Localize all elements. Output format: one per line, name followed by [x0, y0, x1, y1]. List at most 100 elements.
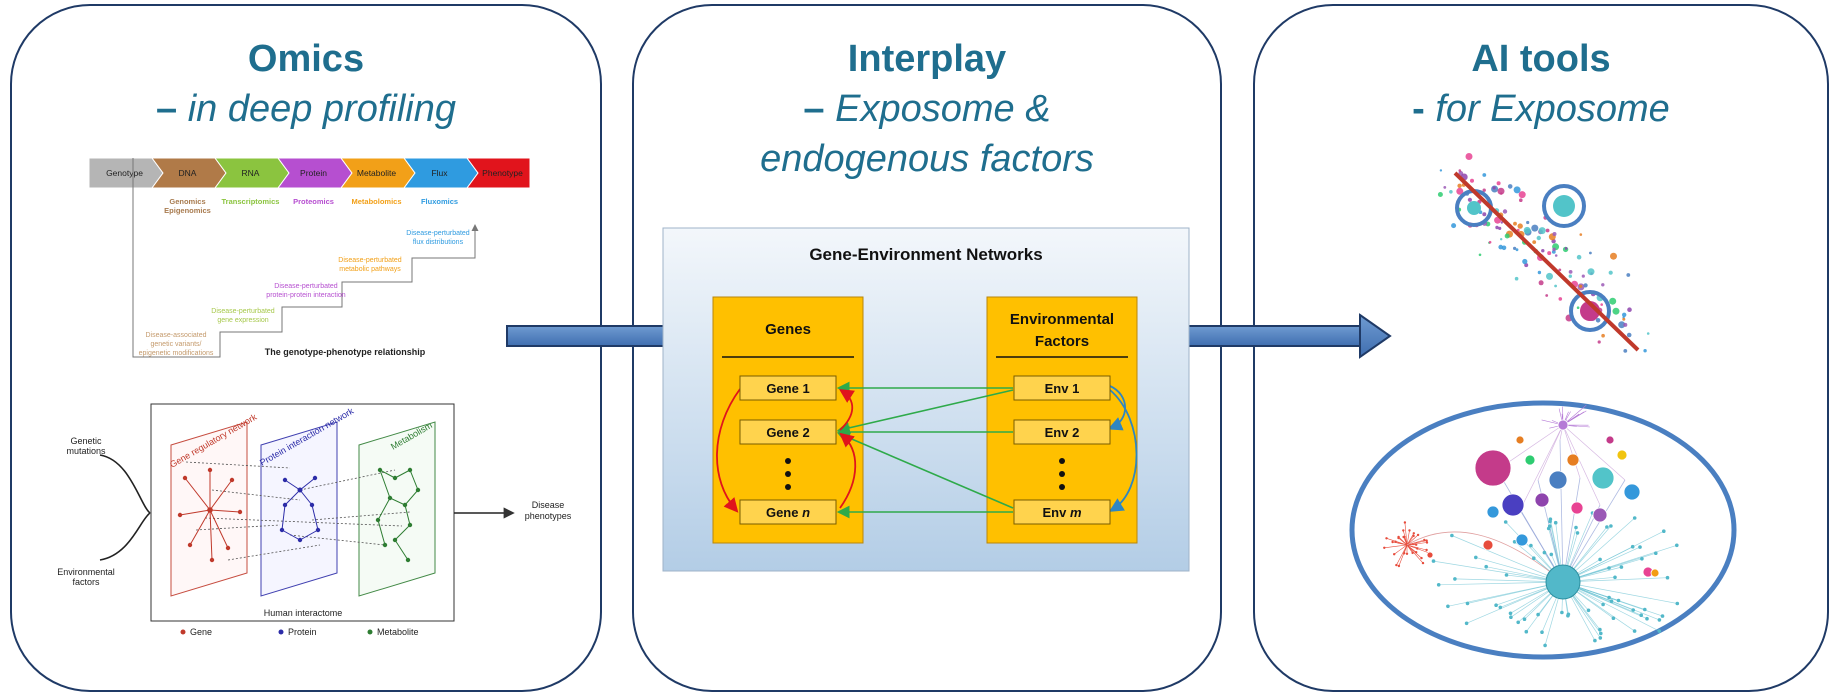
network-leaf	[1503, 520, 1508, 524]
scatter-node	[1537, 270, 1542, 275]
staircase-steps	[132, 158, 479, 358]
staircase-label: Disease-perturbated	[338, 257, 402, 264]
network-leaf	[1504, 573, 1509, 577]
network-leaf	[1431, 559, 1436, 563]
network-edge	[1562, 424, 1601, 506]
network-edge	[1537, 424, 1564, 481]
network-leaf	[1397, 536, 1400, 540]
interplay-subtitle-1: Exposome &	[835, 88, 1051, 130]
network-leaf	[1397, 564, 1401, 568]
scatter-node	[1488, 240, 1492, 244]
network-edge	[1394, 544, 1408, 555]
network-leaf	[1529, 543, 1533, 548]
omics-title-block: Omics – in deep profiling	[12, 34, 600, 134]
staircase-label: Disease-associated	[145, 332, 206, 339]
staircase-label: Disease-perturbated	[406, 230, 470, 237]
scatter-node	[1498, 244, 1503, 250]
scatter-node	[1568, 274, 1573, 278]
scatter-node	[1589, 251, 1592, 255]
interplay-title-block: Interplay – Exposome & endogenous factor…	[634, 34, 1220, 184]
scatter-node	[1458, 169, 1462, 172]
network-leaf	[1593, 638, 1597, 643]
omics-type-label: Proteomics	[293, 197, 334, 206]
network-item-label: Gene 2	[766, 425, 809, 440]
network-leaf	[1607, 595, 1611, 600]
scatter-node	[1576, 306, 1580, 310]
network-node	[1623, 483, 1641, 501]
network-leaf	[1536, 612, 1540, 617]
staircase-label: genetic variants/	[151, 341, 202, 348]
scatter-node	[1513, 221, 1517, 226]
network-leaf	[1639, 613, 1643, 617]
genotype-phenotype-caption: The genotype-phenotype relationship	[265, 347, 426, 357]
network-leaf	[1611, 616, 1616, 620]
scatter-node	[1492, 186, 1496, 190]
scatter-node	[1576, 254, 1582, 260]
ai-title: AI tools	[1471, 38, 1611, 80]
network-leaf	[1522, 617, 1527, 621]
network-leaf	[1657, 629, 1662, 633]
network-leaf	[1607, 566, 1611, 570]
scatter-node	[1437, 192, 1443, 197]
network-leaf	[1421, 561, 1425, 565]
staircase-label: protein-protein interaction	[266, 292, 345, 299]
scatter-node	[1500, 221, 1504, 224]
scatter-node	[1626, 332, 1632, 338]
scatter-node	[1568, 270, 1573, 274]
omics-step-arrow	[466, 157, 531, 189]
omics-step-label: Metabolite	[357, 168, 396, 178]
network-edge	[1386, 538, 1408, 546]
network-node	[1524, 454, 1536, 466]
scatter-node	[1507, 184, 1513, 189]
scatter-node	[1515, 248, 1519, 252]
network-node	[1591, 466, 1615, 490]
network-leaf	[1498, 605, 1503, 610]
network-leaf	[1425, 548, 1428, 552]
environmental-factors-label-2: factors	[72, 577, 100, 587]
scatter-node	[1532, 240, 1537, 245]
genetic-mutations-label-2: mutations	[66, 446, 106, 456]
network-leaf	[1395, 563, 1398, 567]
staircase-label: flux distributions	[413, 239, 464, 246]
legend-dot	[367, 629, 373, 635]
network-leaf	[1553, 520, 1558, 525]
interplay-title: Interplay	[847, 38, 1007, 80]
network-leaf	[1560, 610, 1564, 615]
scatter-node	[1622, 312, 1627, 317]
network-leaf	[1546, 526, 1551, 531]
network-leaf	[1586, 608, 1591, 613]
network-leaf	[1402, 535, 1405, 539]
network-node	[1548, 470, 1568, 490]
scatter-node	[1626, 273, 1631, 277]
omics-type-label-2: Epigenomics	[164, 206, 211, 215]
disease-phenotypes-label: Disease	[532, 500, 565, 510]
scatter-node	[1500, 238, 1503, 241]
network-edge	[1562, 424, 1626, 481]
scatter-node	[1496, 181, 1501, 186]
network-leaf	[1660, 614, 1665, 618]
scatter-node	[1578, 284, 1583, 288]
network-edge	[1398, 544, 1408, 567]
scatter-node	[1451, 223, 1457, 229]
scatter-node	[1482, 173, 1487, 177]
network-node	[1616, 449, 1628, 461]
network-node	[1486, 505, 1500, 519]
scatter-node	[1497, 187, 1505, 195]
network-leaf	[1415, 551, 1418, 554]
scatter-node	[1457, 183, 1462, 188]
scatter-node	[1495, 225, 1499, 230]
network-leaf	[1638, 545, 1642, 549]
network-node	[1474, 449, 1512, 487]
network-leaf	[1632, 629, 1637, 633]
network-leaf	[1665, 575, 1670, 580]
scatter-node	[1513, 246, 1517, 250]
network-leaf	[1630, 544, 1635, 549]
scatter-node	[1538, 227, 1546, 235]
network-leaf	[1405, 552, 1409, 555]
ai-subtitle: for Exposome	[1435, 88, 1670, 130]
network-leaf	[1616, 598, 1621, 603]
network-leaf	[1411, 551, 1414, 555]
scatter-node	[1545, 294, 1549, 297]
